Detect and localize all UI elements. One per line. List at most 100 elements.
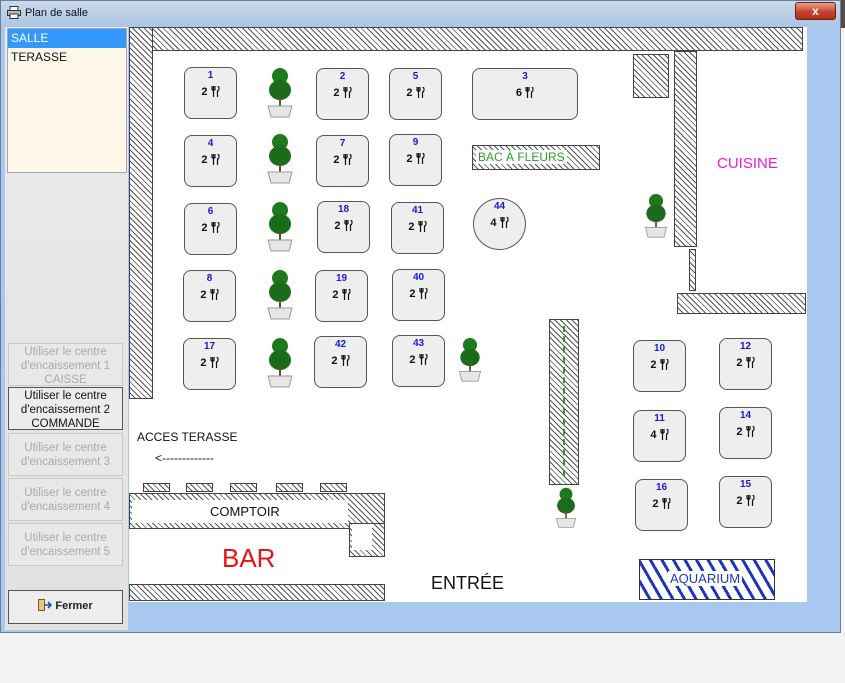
table-number: 9 — [412, 137, 419, 148]
table-number: 40 — [412, 272, 425, 283]
table-number: 18 — [337, 204, 350, 215]
room-item-salle[interactable]: SALLE — [8, 29, 126, 48]
plant-icon — [644, 193, 668, 238]
table-seats: 2 — [184, 356, 235, 369]
close-button[interactable]: Fermer — [8, 590, 123, 624]
table-number: 1 — [207, 70, 214, 81]
title-bar[interactable]: Plan de salle x — [1, 1, 840, 26]
table-number: 11 — [654, 413, 665, 424]
table-43[interactable]: 43 2 — [392, 335, 445, 387]
table-seats: 2 — [185, 85, 236, 98]
seat-count: 2 — [333, 87, 340, 99]
cutlery-icon — [340, 354, 350, 366]
table-15[interactable]: 15 2 — [719, 476, 772, 528]
table-18[interactable]: 18 2 — [317, 201, 370, 253]
table-12[interactable]: 12 2 — [719, 338, 772, 390]
window-title: Plan de salle — [25, 7, 88, 19]
table-5[interactable]: 5 2 — [389, 68, 442, 120]
table-number: 44 — [493, 201, 506, 212]
cash-center-label: Utiliser le centre — [24, 442, 107, 454]
table-7[interactable]: 7 2 — [316, 135, 369, 187]
cutlery-icon — [342, 86, 352, 98]
plan-de-salle-window: Plan de salle x SALLE TERASSE Utiliser l… — [0, 0, 841, 633]
wall-kitchen — [674, 51, 697, 247]
seat-count: 2 — [652, 498, 659, 510]
table-seats: 6 — [473, 86, 577, 99]
table-42[interactable]: 42 2 — [314, 336, 367, 388]
seat-count: 2 — [332, 289, 339, 301]
cutlery-icon — [415, 86, 425, 98]
counter-return — [349, 523, 385, 557]
seat-count: 2 — [408, 221, 415, 233]
table-number: 4 — [207, 138, 214, 149]
table-seats: 2 — [634, 358, 685, 371]
table-14[interactable]: 14 2 — [719, 407, 772, 459]
cutlery-icon — [661, 497, 671, 509]
table-seats: 2 — [390, 86, 441, 99]
table-10[interactable]: 10 2 — [633, 340, 686, 392]
table-44[interactable]: 44 4 — [473, 198, 526, 250]
seat-count: 2 — [736, 357, 743, 369]
cutlery-icon — [418, 353, 428, 365]
floor-plan: BAC À FLEURS COMPTOIR AQUARIUM CUISINE A… — [129, 27, 807, 602]
seat-count: 2 — [331, 355, 338, 367]
window-close-button[interactable]: x — [795, 2, 836, 20]
table-number: 8 — [206, 273, 213, 284]
table-9[interactable]: 9 2 — [389, 134, 442, 186]
table-seats: 2 — [185, 221, 236, 234]
table-number: 43 — [412, 338, 425, 349]
table-seats: 2 — [317, 86, 368, 99]
cash-center-5-button[interactable]: Utiliser le centre d'encaissement 5 — [8, 523, 123, 566]
cutlery-icon — [209, 288, 219, 300]
table-number: 7 — [339, 138, 346, 149]
table-seats: 2 — [185, 153, 236, 166]
cutlery-icon — [418, 287, 428, 299]
table-seats: 2 — [316, 288, 367, 301]
table-seats: 2 — [636, 497, 687, 510]
cutlery-icon — [342, 153, 352, 165]
room-list[interactable]: SALLE TERASSE — [7, 28, 127, 173]
entrance-label: ENTRÉE — [431, 573, 505, 593]
terrace-access-arrow: <------------- — [155, 451, 214, 465]
table-19[interactable]: 19 2 — [315, 270, 368, 322]
cutlery-icon — [745, 425, 755, 437]
plant-icon — [267, 202, 293, 252]
cash-center-2-button[interactable]: Utiliser le centre d'encaissement 2 COMM… — [8, 387, 123, 430]
plant-icon — [555, 487, 577, 528]
close-button-label: Fermer — [55, 600, 93, 612]
table-number: 42 — [334, 339, 347, 350]
table-seats: 4 — [474, 216, 525, 229]
room-item-terasse[interactable]: TERASSE — [11, 50, 68, 64]
table-number: 5 — [412, 71, 419, 82]
table-1[interactable]: 1 2 — [184, 67, 237, 119]
wall-bottom — [129, 584, 385, 601]
counter: COMPTOIR — [129, 493, 385, 529]
cash-center-3-button[interactable]: Utiliser le centre d'encaissement 3 — [8, 433, 123, 476]
cutlery-icon — [745, 356, 755, 368]
table-8[interactable]: 8 2 — [183, 270, 236, 322]
table-16[interactable]: 16 2 — [635, 479, 688, 531]
cash-center-4-button[interactable]: Utiliser le centre d'encaissement 4 — [8, 478, 123, 521]
wall-pillar — [633, 54, 669, 98]
bar-label: BAR — [222, 543, 276, 573]
table-40[interactable]: 40 2 — [392, 269, 445, 321]
table-2[interactable]: 2 2 — [316, 68, 369, 120]
cutlery-icon — [745, 494, 755, 506]
cutlery-icon — [210, 153, 220, 165]
left-panel: SALLE TERASSE Utiliser le centre d'encai… — [5, 27, 128, 630]
table-41[interactable]: 41 2 — [391, 202, 444, 254]
table-6[interactable]: 6 2 — [184, 203, 237, 255]
table-3[interactable]: 3 6 — [472, 68, 578, 120]
table-4[interactable]: 4 2 — [184, 135, 237, 187]
table-seats: 2 — [393, 353, 444, 366]
table-11[interactable]: 11 4 — [633, 410, 686, 462]
seat-count: 2 — [201, 154, 208, 166]
cutlery-icon — [210, 85, 220, 97]
cutlery-icon — [415, 152, 425, 164]
table-17[interactable]: 17 2 — [183, 338, 236, 390]
plant-icon — [267, 134, 293, 184]
seat-count: 2 — [200, 357, 207, 369]
table-number: 15 — [739, 479, 752, 490]
wall-divider — [549, 319, 579, 485]
cash-center-1-button[interactable]: Utiliser le centre d'encaissement 1 CAIS… — [8, 343, 123, 386]
